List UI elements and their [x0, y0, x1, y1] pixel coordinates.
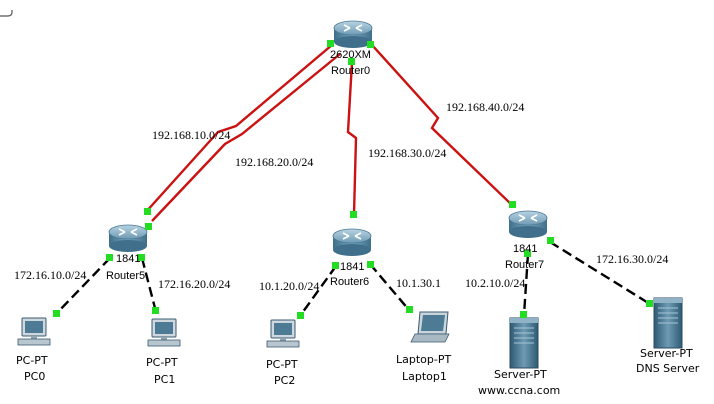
- server-icon[interactable]: [509, 317, 539, 369]
- router-model-label: 2620XM: [330, 49, 371, 61]
- link-router5-pc1[interactable]: [140, 257, 158, 313]
- device-name-label: DNS Server: [636, 362, 700, 375]
- link-router0-router6[interactable]: [346, 61, 358, 215]
- link-router0-router7[interactable]: [371, 44, 513, 206]
- network-label: 10.1.30.1: [396, 276, 441, 290]
- link-router5-pc0[interactable]: [55, 257, 111, 315]
- device-type-label: Server-PT: [640, 347, 693, 360]
- router-name-label: Router7: [505, 259, 544, 271]
- router-model-label: 1841: [116, 253, 140, 265]
- router-name-label: Router5: [106, 270, 145, 282]
- router-name-label: Router6: [330, 276, 369, 288]
- device-type-label: PC-PT: [16, 354, 48, 367]
- network-label: 10.2.10.0/24: [465, 276, 525, 290]
- network-label: 172.16.10.0/24: [14, 268, 86, 282]
- router-icon[interactable]: [332, 228, 372, 257]
- window-corner-glyph: [0, 10, 13, 17]
- network-label: 192.168.10.0/24: [152, 128, 230, 142]
- link-router0-router5-a[interactable]: [144, 44, 333, 214]
- device-type-label: PC-PT: [146, 356, 178, 369]
- network-label: 192.168.20.0/24: [235, 155, 313, 169]
- router-model-label: 1841: [340, 261, 364, 273]
- device-name-label: www.ccna.com: [478, 384, 560, 397]
- link-router7-server-dns[interactable]: [549, 240, 651, 306]
- router-icon[interactable]: [108, 224, 148, 253]
- laptop-icon[interactable]: [410, 311, 450, 343]
- link-router7-server-www[interactable]: [522, 253, 530, 316]
- network-label: 172.16.20.0/24: [158, 277, 230, 291]
- device-name-label: PC2: [274, 374, 295, 387]
- pc-icon[interactable]: [17, 317, 51, 346]
- network-label: 172.16.30.0/24: [596, 252, 668, 266]
- network-label: 192.168.40.0/24: [446, 100, 524, 114]
- device-type-label: PC-PT: [266, 358, 298, 371]
- device-type-label: Server-PT: [494, 368, 547, 381]
- network-label: 10.1.20.0/24: [259, 279, 319, 293]
- router-model-label: 1841: [513, 243, 537, 255]
- router-icon[interactable]: [333, 20, 373, 49]
- link-router6-pc2[interactable]: [299, 265, 337, 317]
- pc-icon[interactable]: [147, 318, 181, 347]
- link-router6-laptop1[interactable]: [369, 263, 410, 311]
- serial-links: [144, 44, 513, 222]
- router-icon[interactable]: [508, 210, 548, 239]
- device-name-label: PC1: [154, 373, 175, 386]
- device-type-label: Laptop-PT: [396, 353, 451, 366]
- ethernet-links: [55, 240, 651, 317]
- port-status-dots: [53, 40, 653, 319]
- pc-icon[interactable]: [266, 319, 300, 348]
- link-router0-router5-b[interactable]: [151, 53, 341, 222]
- device-name-label: PC0: [24, 370, 45, 383]
- router-name-label: Router0: [331, 65, 370, 77]
- device-name-label: Laptop1: [402, 370, 447, 383]
- server-icon[interactable]: [653, 297, 683, 349]
- network-label: 192.168.30.0/24: [368, 146, 446, 160]
